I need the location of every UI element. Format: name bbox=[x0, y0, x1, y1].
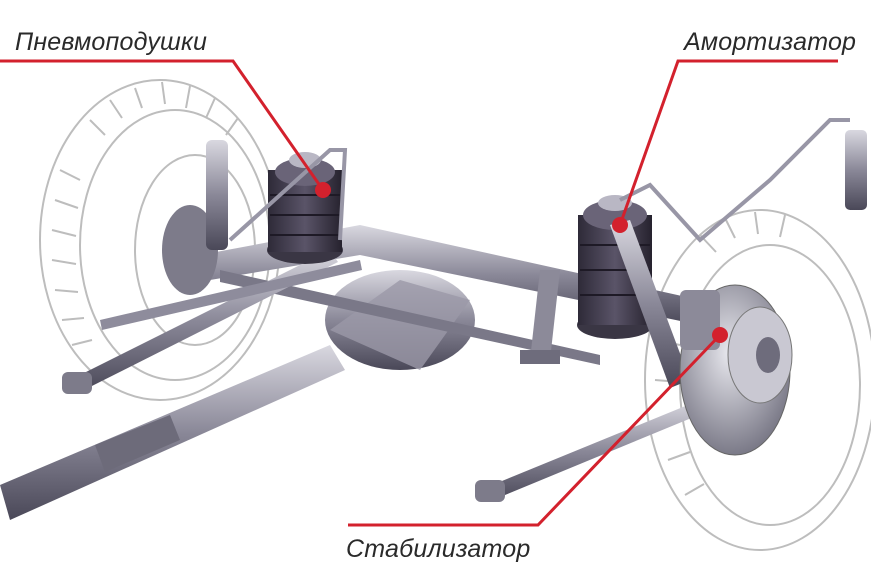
stabilizer-bar bbox=[530, 270, 560, 360]
shock-absorber-label: Амортизатор bbox=[684, 28, 857, 56]
leader-lines bbox=[0, 59, 838, 527]
air-springs-marker bbox=[315, 182, 331, 198]
stabilizer-leader bbox=[348, 333, 722, 527]
left-wheel bbox=[39, 79, 281, 401]
left-shock bbox=[206, 140, 228, 250]
air-springs-leader bbox=[0, 59, 325, 191]
left-air-spring bbox=[267, 152, 343, 264]
stabilizer-label: Стабилизатор bbox=[346, 535, 531, 563]
stabilizer-marker bbox=[712, 327, 728, 343]
air-springs-label: Пневмоподушки bbox=[15, 28, 208, 56]
shock-absorber-leader bbox=[618, 59, 838, 226]
shock-absorber-marker bbox=[612, 217, 628, 233]
right-shock bbox=[610, 220, 690, 388]
